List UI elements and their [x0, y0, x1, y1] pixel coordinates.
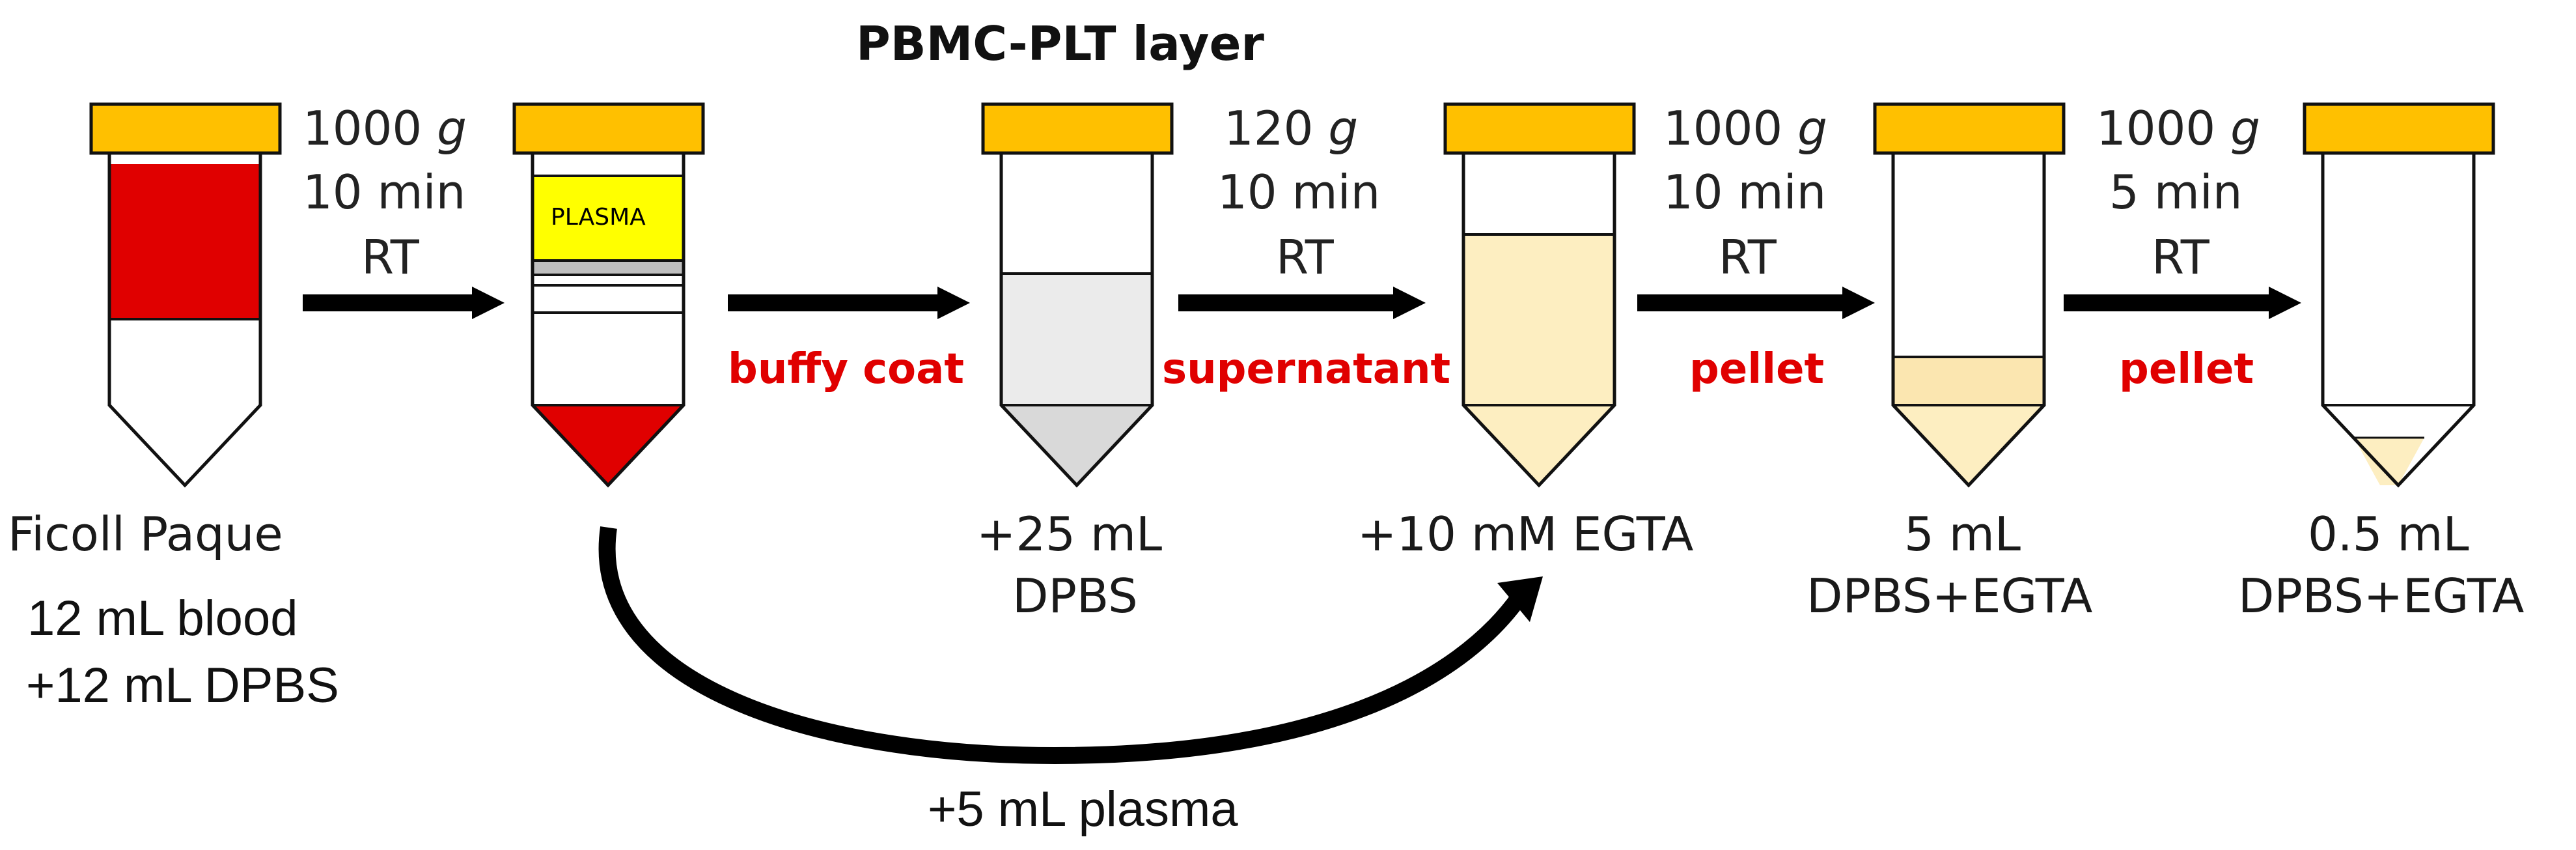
liquid-layer	[1001, 274, 1152, 405]
tube-caption: DPBS+EGTA	[1807, 569, 2092, 623]
tube-caption: Ficoll Paque	[8, 507, 283, 561]
step-force: 120 g	[1224, 101, 1358, 156]
step-arrowhead	[1842, 287, 1875, 319]
force-unit: g	[1797, 101, 1827, 156]
wash-tube	[1873, 102, 2066, 488]
step-temp: RT	[2152, 230, 2210, 285]
plasma-band-label: PLASMA	[551, 204, 646, 231]
straight-arrows	[303, 287, 2301, 319]
tube-body	[2321, 151, 2476, 488]
diagram-title: PBMC-PLT layer	[856, 16, 1264, 71]
step-temp: RT	[1719, 230, 1777, 285]
separated-tube: PLASMA	[512, 102, 705, 488]
tube-caption: 0.5 mL	[2308, 507, 2469, 561]
curved-arrow-line	[598, 526, 1527, 765]
tube-body	[107, 151, 262, 488]
blood-layer	[109, 164, 260, 319]
transfer-label: supernatant	[1162, 345, 1450, 393]
force-value: 1000	[303, 101, 422, 156]
tube-cap	[2303, 102, 2495, 155]
force-value: 120	[1224, 101, 1313, 156]
step-arrowhead	[937, 287, 970, 319]
step-time: 10 min	[1217, 165, 1380, 220]
step-force: 1000 g	[303, 101, 467, 156]
dpbs-tube	[981, 102, 1174, 488]
liquid-cone	[2354, 438, 2424, 485]
tube-caption: +12 mL DPBS	[26, 658, 339, 713]
transfer-label: buffy coat	[728, 345, 964, 393]
curved-arrow-label: +5 mL plasma	[928, 782, 1238, 837]
transfer-label: pellet	[1689, 345, 1824, 393]
tube-cap	[981, 102, 1174, 155]
liquid-cone	[1463, 405, 1614, 485]
blood-pellet	[533, 405, 684, 485]
tube-cap	[512, 102, 705, 155]
step-arrowhead	[472, 287, 505, 319]
step-time: 10 min	[303, 165, 465, 220]
curved-arrowhead	[1497, 576, 1543, 622]
ficoll-tube	[89, 102, 282, 488]
liquid-cone	[1001, 405, 1152, 485]
tube-cap	[1873, 102, 2066, 155]
final-tube	[2303, 102, 2495, 488]
tube-cap	[1443, 102, 1636, 155]
step-time: 5 min	[2109, 165, 2242, 220]
step-force: 1000 g	[2096, 101, 2260, 156]
step-force: 1000 g	[1663, 101, 1827, 156]
force-unit: g	[1328, 101, 1358, 156]
tube-body	[1461, 151, 1616, 488]
step-arrowhead	[1393, 287, 1426, 319]
step-arrowhead	[2269, 287, 2301, 319]
plasma-band	[533, 176, 684, 261]
step-time: 10 min	[1663, 165, 1826, 220]
tube-caption: +10 mM EGTA	[1357, 507, 1693, 561]
liquid-layer	[1463, 234, 1614, 405]
tube-caption: DPBS	[1012, 569, 1138, 623]
tube-cap	[89, 102, 282, 155]
tube-body	[999, 151, 1154, 488]
tube-body	[1891, 151, 2046, 488]
tube-caption: DPBS+EGTA	[2238, 569, 2524, 623]
tube-caption: 5 mL	[1904, 507, 2021, 561]
force-unit: g	[2230, 101, 2260, 156]
force-unit: g	[437, 101, 467, 156]
liquid-layer	[1893, 357, 2044, 405]
tube-caption: +25 mL	[976, 507, 1162, 561]
step-temp: RT	[361, 230, 420, 285]
step-temp: RT	[1276, 230, 1335, 285]
transfer-label: pellet	[2119, 345, 2254, 393]
egta-tube	[1443, 102, 1636, 488]
tube-caption: 12 mL blood	[27, 591, 298, 646]
curved-arrow	[598, 526, 1543, 765]
liquid-cone	[1893, 405, 2044, 485]
force-value: 1000	[1663, 101, 1782, 156]
force-value: 1000	[2096, 101, 2215, 156]
tube-body	[531, 151, 686, 488]
pbmc-plt-band	[533, 261, 684, 275]
